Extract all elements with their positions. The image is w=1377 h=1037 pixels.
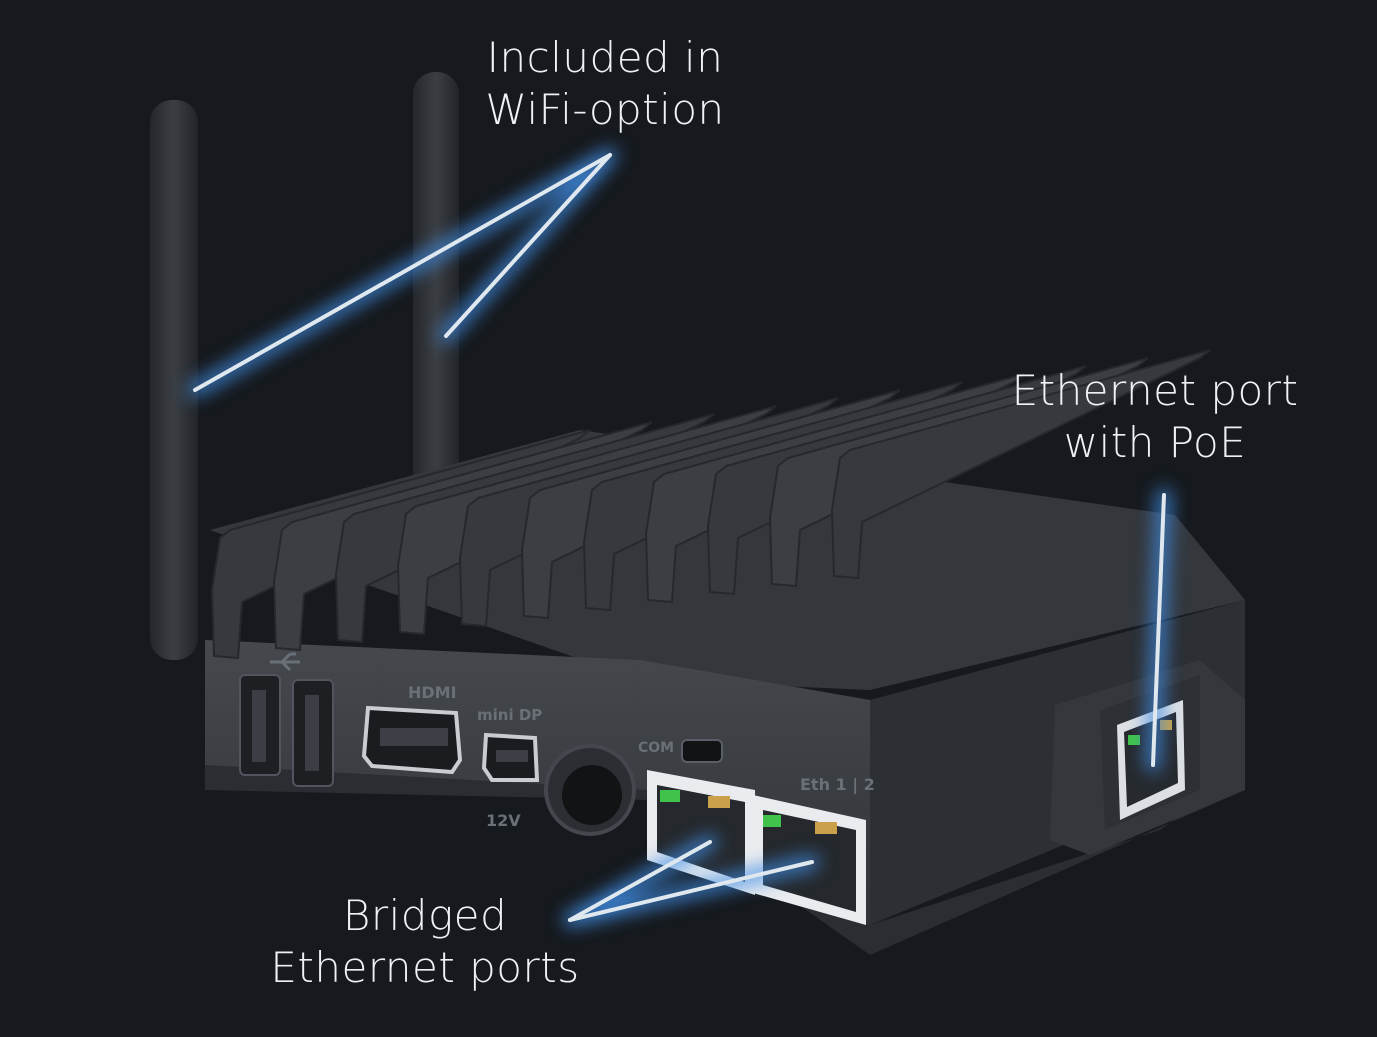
eth2-led-green	[763, 815, 781, 827]
mini-dp-label: mini DP	[477, 706, 542, 724]
callout-poe-line1: Ethernet port	[1011, 366, 1299, 415]
power-jack	[544, 744, 636, 836]
com-label: COM	[638, 740, 674, 756]
usb-port-1	[239, 674, 281, 776]
callout-poe-port: Ethernet port with PoE	[990, 365, 1320, 469]
hdmi-port	[361, 705, 463, 775]
callout-wifi-line1: Included in	[486, 33, 724, 82]
poe-callout-line	[1151, 493, 1166, 767]
heatsink-fin	[830, 349, 1211, 580]
bridged-callout-line-2	[568, 860, 814, 922]
wifi-callout-line-2	[444, 153, 612, 338]
usb-icon	[270, 652, 300, 672]
callout-bridged-ports: Bridged Ethernet ports	[260, 890, 590, 994]
callout-poe-line2: with PoE	[1063, 418, 1247, 467]
eth2-led-amber	[815, 822, 837, 834]
eth1-led-green	[660, 790, 680, 802]
wifi-callout-line-1	[193, 153, 612, 392]
bridged-callout-line-1	[568, 840, 712, 922]
eth1-led-amber	[708, 796, 730, 808]
callout-wifi-option: Included in WiFi-option	[440, 32, 770, 136]
poe-led-amber	[1160, 720, 1172, 730]
hdmi-label: HDMI	[408, 683, 457, 702]
callout-lines	[188, 148, 1171, 927]
callout-bridged-line1: Bridged	[342, 891, 508, 940]
power-label: 12V	[486, 811, 521, 830]
antenna-left	[150, 100, 198, 660]
callout-bridged-line2: Ethernet ports	[270, 943, 580, 992]
com-port	[681, 739, 723, 763]
callout-wifi-line2: WiFi-option	[485, 85, 725, 134]
mini-dp-port	[481, 732, 540, 782]
eth-label: Eth 1 | 2	[800, 775, 875, 795]
usb-port-2	[292, 679, 334, 787]
poe-led-green	[1128, 735, 1140, 745]
antenna-right	[413, 72, 459, 592]
heatsink-fins	[210, 349, 1211, 660]
